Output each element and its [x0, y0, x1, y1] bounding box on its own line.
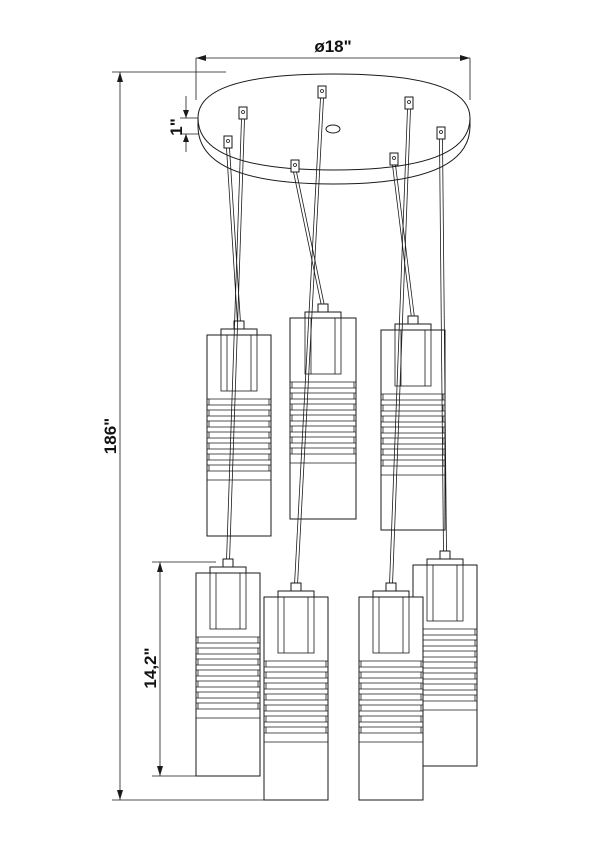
- pendant-1-top-cap: [220, 328, 258, 336]
- pendant-5-shade: [195, 572, 261, 777]
- pendant-7-mount-screw: [407, 100, 411, 104]
- canopy-center-screw: [325, 124, 341, 134]
- pendant-2-top-cap: [304, 311, 342, 319]
- pendant-7-socket: [372, 596, 410, 654]
- pendant-2-mount: [290, 159, 300, 173]
- canopy-height-label: 1": [167, 118, 186, 136]
- pendant-3-mount-screw: [392, 156, 396, 160]
- canopy: [197, 73, 471, 185]
- pendant-2-socket: [304, 317, 342, 375]
- pendant-7-cable-left: [389, 108, 408, 586]
- pendant-group: [195, 85, 478, 801]
- pendant-5-top-cap: [209, 566, 247, 574]
- pendant-3-socket: [394, 329, 432, 387]
- pendant-5-mount-screw: [241, 110, 245, 114]
- pendant-5-socket: [209, 572, 247, 630]
- pendant-4-mount: [436, 126, 446, 140]
- pendant-1-mount: [223, 135, 233, 149]
- pendant-1-shade: [206, 334, 272, 537]
- pendant-1-cable-cap: [233, 320, 245, 330]
- pendant-5-cable-cap: [222, 558, 234, 568]
- pendant-3-mount: [389, 152, 399, 166]
- pendant-4-cable-cap: [439, 550, 451, 560]
- pendant-1-mount-screw: [226, 139, 230, 143]
- pendant-7-mount: [404, 96, 414, 110]
- pendant-2-cable-cap: [317, 303, 329, 313]
- shade-height-dimension: 14,2": [141, 561, 216, 777]
- pendant-3-cable-left: [392, 164, 412, 319]
- pendant-5-mount: [238, 106, 248, 120]
- pendant-7-top-cap: [372, 590, 410, 598]
- pendant-5-cable-left: [226, 118, 242, 562]
- pendant-1-socket: [220, 334, 258, 392]
- overall-height-label: 186": [101, 418, 120, 454]
- pendant-4-cable-left: [439, 138, 444, 554]
- pendant-6-cable-cap: [290, 582, 302, 592]
- pendant-3-top-cap: [394, 323, 432, 331]
- pendant-4-socket: [426, 564, 464, 622]
- pendant-7-shade: [358, 596, 424, 801]
- pendant-4-top-cap: [426, 558, 464, 566]
- pendant-6-top-cap: [277, 590, 315, 598]
- pendant-6-cable-right: [297, 97, 324, 586]
- overall-height-dimension: 186": [101, 71, 266, 801]
- pendant-6-cable-left: [294, 97, 321, 586]
- pendant-4-shade: [412, 564, 478, 767]
- pendant-2-shade: [289, 317, 357, 520]
- pendant-5-cable-right: [229, 118, 245, 562]
- shade-height-label: 14,2": [141, 647, 160, 688]
- pendant-6-mount-screw: [320, 89, 324, 93]
- diameter-dimension: ø18": [195, 37, 471, 100]
- pendant-4-cable-right: [442, 138, 447, 554]
- pendant-6-mount: [317, 85, 327, 99]
- pendant-7-cable-right: [392, 108, 411, 586]
- pendant-3-shade: [380, 329, 446, 531]
- pendant-2-cable-left: [293, 171, 322, 307]
- pendant-2-cable-right: [296, 171, 325, 307]
- pendant-3-cable-cap: [407, 315, 419, 325]
- pendant-2-mount-screw: [293, 163, 297, 167]
- pendant-6-socket: [277, 596, 315, 654]
- pendant-3-cable-right: [395, 164, 415, 319]
- pendant-6-shade: [263, 596, 329, 801]
- diameter-label: ø18": [314, 37, 351, 56]
- pendant-4-mount-screw: [439, 130, 443, 134]
- canopy-height-dimension: 1": [167, 96, 202, 152]
- pendant-7-cable-cap: [385, 582, 397, 592]
